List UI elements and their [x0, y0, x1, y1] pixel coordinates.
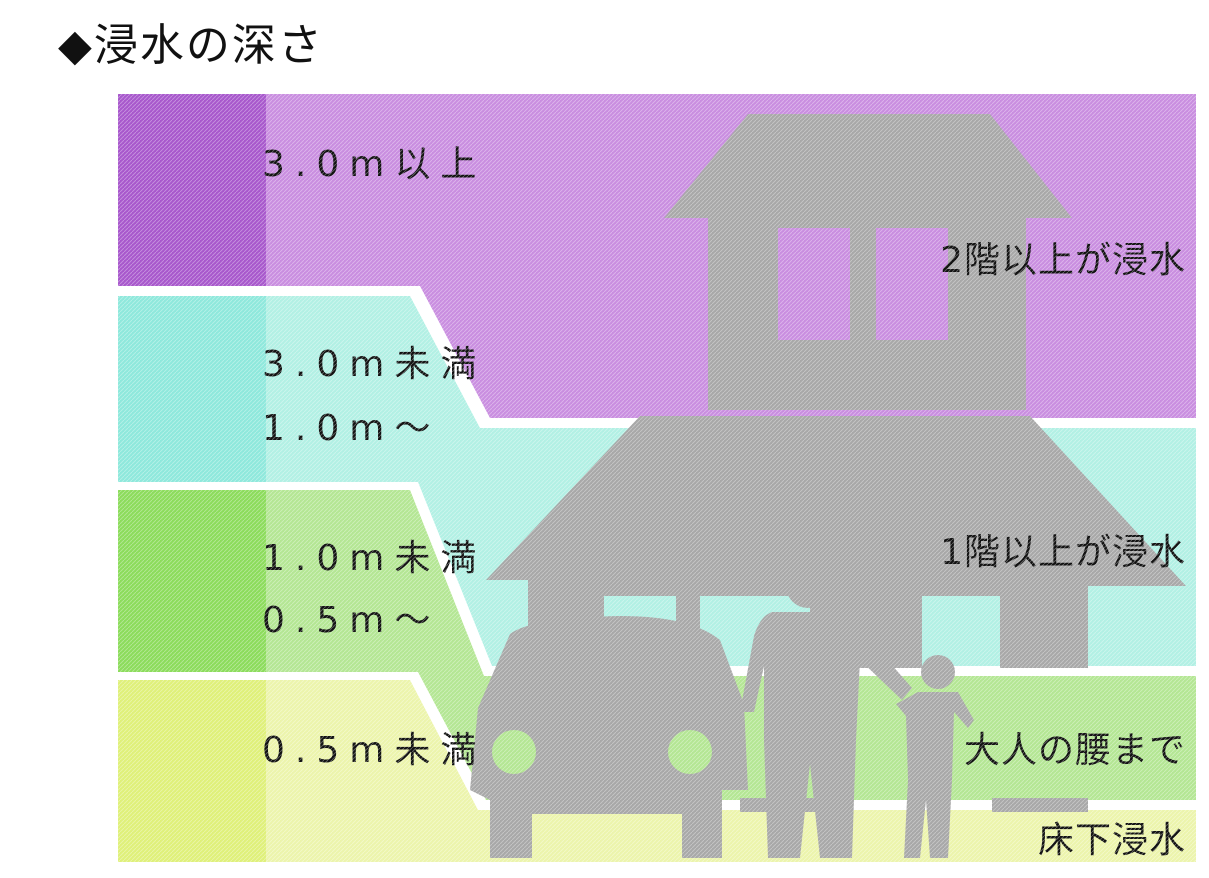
strip-purple — [118, 94, 266, 286]
strip-cyan — [118, 296, 266, 482]
label-over-1m: 1.0m～ — [262, 408, 440, 449]
desc-second-floor: 2階以上が浸水 — [940, 240, 1186, 281]
desc-first-floor: 1階以上が浸水 — [940, 532, 1186, 573]
label-3m-plus: 3.0m以上 — [262, 144, 486, 185]
strip-yellow — [118, 680, 266, 862]
desc-adult-waist: 大人の腰まで — [964, 730, 1186, 771]
label-over-05m: 0.5m～ — [262, 600, 440, 641]
desc-below-floor: 床下浸水 — [1038, 820, 1186, 861]
page-title: ◆浸水の深さ — [58, 20, 324, 71]
label-under-05m: 0.5m未満 — [262, 730, 486, 771]
label-under-1m: 1.0m未満 — [262, 538, 486, 579]
strip-green — [118, 490, 266, 672]
label-under-3m: 3.0m未満 — [262, 344, 486, 385]
